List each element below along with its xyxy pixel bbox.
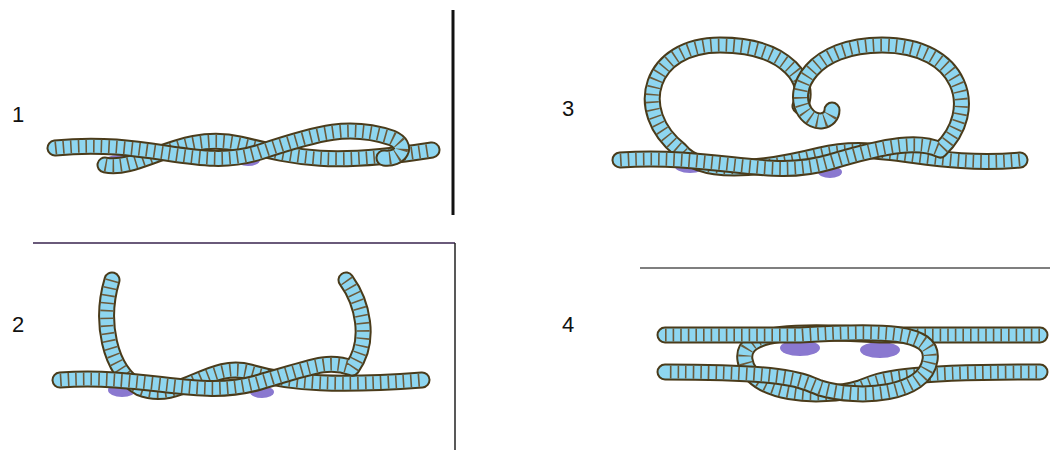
step-number: 2 — [12, 314, 24, 336]
divider-line — [454, 243, 456, 450]
divider-line — [640, 267, 1050, 269]
step-number: 3 — [562, 98, 574, 120]
step-number: 4 — [562, 314, 574, 336]
step-number: 1 — [12, 104, 24, 126]
divider-line — [452, 10, 455, 215]
divider-line — [33, 242, 455, 244]
rope-shadow — [104, 154, 900, 398]
rope — [55, 45, 1040, 394]
